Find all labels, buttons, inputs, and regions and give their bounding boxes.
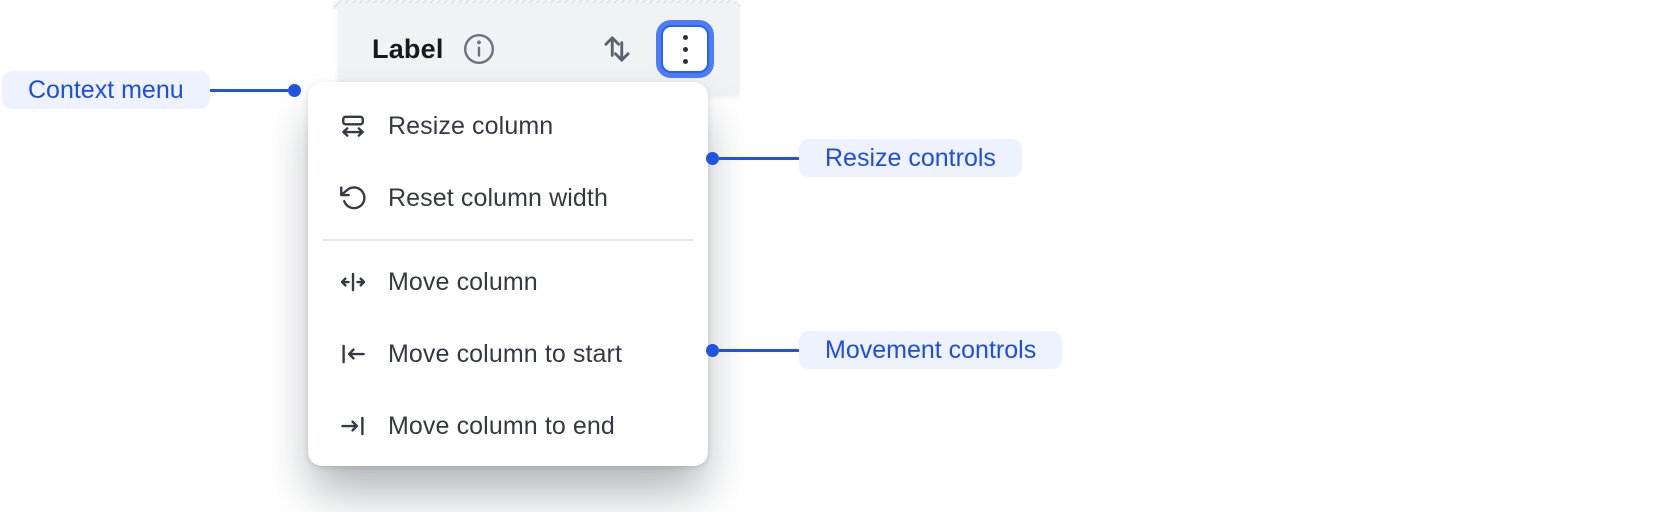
- menu-item-reset-column-width[interactable]: Reset column width: [308, 162, 708, 234]
- menu-item-move-column-to-start[interactable]: Move column to start: [308, 318, 708, 390]
- annotation-connector-line: [719, 348, 799, 352]
- resize-column-icon: [342, 115, 364, 137]
- menu-item-label: Move column to end: [388, 411, 615, 440]
- menu-item-label: Resize column: [388, 111, 554, 140]
- sort-vertical-icon[interactable]: [598, 30, 636, 68]
- annotation-connector-line: [719, 156, 799, 160]
- move-column-to-end-icon: [341, 416, 364, 436]
- menu-item-label: Reset column width: [388, 183, 608, 212]
- annotation-movement-controls: Movement controls: [706, 331, 1063, 369]
- move-column-icon: [340, 272, 366, 292]
- move-column-to-start-icon: [342, 344, 365, 364]
- annotation-label: Context menu: [2, 71, 210, 109]
- annotation-label: Movement controls: [799, 331, 1063, 369]
- menu-item-resize-column[interactable]: Resize column: [308, 90, 708, 162]
- annotation-resize-controls: Resize controls: [706, 139, 1022, 177]
- reset-column-width-icon: [340, 186, 366, 210]
- context-menu: Resize column Reset column width Move co…: [308, 82, 708, 466]
- kebab-dot: [682, 46, 688, 52]
- column-title: Label: [372, 33, 444, 64]
- menu-item-label: Move column to start: [388, 339, 623, 368]
- kebab-dot: [682, 58, 688, 64]
- column-header: Label: [338, 3, 739, 95]
- menu-item-move-column-to-end[interactable]: Move column to end: [308, 390, 708, 462]
- kebab-menu-button[interactable]: [661, 25, 709, 73]
- info-icon[interactable]: [461, 31, 497, 67]
- annotation-context-menu: Context menu: [2, 71, 301, 109]
- annotation-connector-line: [209, 88, 288, 92]
- annotation-connector-dot: [706, 343, 719, 357]
- menu-divider: [322, 239, 694, 241]
- menu-item-move-column[interactable]: Move column: [308, 246, 708, 318]
- annotation-connector-dot: [706, 151, 719, 165]
- kebab-dot: [682, 34, 688, 40]
- annotation-label: Resize controls: [799, 139, 1022, 177]
- annotation-connector-dot: [287, 83, 301, 97]
- menu-item-label: Move column: [388, 267, 538, 296]
